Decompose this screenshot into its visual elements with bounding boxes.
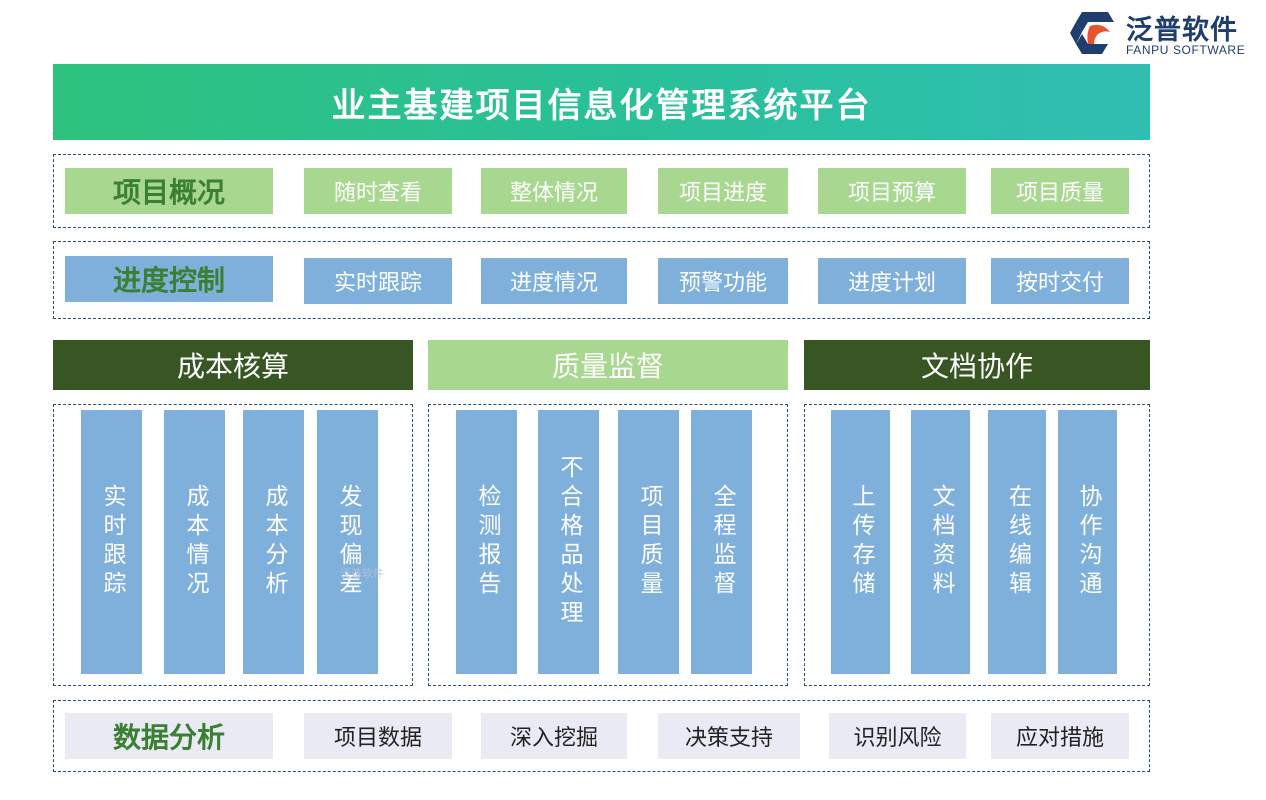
quality-pillar-label: 项目质量 <box>636 484 662 600</box>
overview-item: 项目预算 <box>818 168 966 214</box>
quality-pillar-label: 检测报告 <box>474 484 500 600</box>
docs-pillar: 上传存储 <box>831 410 890 674</box>
cost-section <box>53 404 413 686</box>
column-head-cost: 成本核算 <box>53 340 413 390</box>
progress-item: 进度计划 <box>818 258 966 304</box>
docs-pillar: 在线编辑 <box>988 410 1046 674</box>
quality-pillar: 全程监督 <box>691 410 752 674</box>
quality-pillar-label: 不合格品处理 <box>556 455 582 629</box>
quality-section <box>428 404 788 686</box>
docs-pillar-label: 在线编辑 <box>1004 484 1031 600</box>
cost-pillar-label: 成本情况 <box>182 484 208 600</box>
progress-item: 预警功能 <box>658 258 788 304</box>
analysis-item: 识别风险 <box>829 713 966 759</box>
cost-pillar-label: 实时跟踪 <box>99 484 125 600</box>
column-head-quality: 质量监督 <box>428 340 788 390</box>
quality-pillar: 不合格品处理 <box>538 410 599 674</box>
cost-pillar: 成本情况 <box>164 410 225 674</box>
overview-item: 项目质量 <box>991 168 1129 214</box>
cost-pillar: 发现偏差 <box>317 410 378 674</box>
overview-item: 随时查看 <box>304 168 452 214</box>
progress-head: 进度控制 <box>65 256 273 302</box>
quality-pillar-label: 全程监督 <box>709 484 735 600</box>
cost-pillar: 成本分析 <box>243 410 304 674</box>
overview-item: 整体情况 <box>481 168 627 214</box>
watermark: 泛普软件 <box>340 567 384 580</box>
fanpu-logo: 泛普软件 FANPU SOFTWARE <box>1068 8 1258 60</box>
docs-pillar: 文档资料 <box>911 410 970 674</box>
progress-item: 实时跟踪 <box>304 258 452 304</box>
cost-pillar-label: 发现偏差 <box>335 484 361 600</box>
analysis-item: 应对措施 <box>991 713 1129 759</box>
progress-item: 进度情况 <box>481 258 627 304</box>
logo-name-cn: 泛普软件 <box>1126 15 1238 46</box>
docs-pillar-label: 上传存储 <box>848 484 874 600</box>
cost-pillar-label: 成本分析 <box>261 484 287 600</box>
column-head-docs: 文档协作 <box>804 340 1150 390</box>
logo-name-en: FANPU SOFTWARE <box>1126 43 1246 57</box>
quality-pillar: 项目质量 <box>618 410 679 674</box>
docs-pillar-label: 文档资料 <box>928 484 954 600</box>
quality-pillar: 检测报告 <box>456 410 517 674</box>
overview-section <box>53 154 1150 228</box>
analysis-section <box>53 700 1150 772</box>
progress-item: 按时交付 <box>991 258 1129 304</box>
overview-item: 项目进度 <box>658 168 788 214</box>
analysis-item: 决策支持 <box>658 713 800 759</box>
analysis-head: 数据分析 <box>65 713 273 759</box>
analysis-item: 深入挖掘 <box>481 713 627 759</box>
docs-pillar-label: 协作沟通 <box>1075 484 1101 600</box>
cost-pillar: 实时跟踪 <box>81 410 142 674</box>
progress-section <box>53 241 1150 319</box>
docs-pillar: 协作沟通 <box>1058 410 1117 674</box>
docs-section <box>804 404 1150 686</box>
overview-head: 项目概况 <box>65 168 273 214</box>
fanpu-logo-mark-icon <box>1070 12 1114 54</box>
analysis-item: 项目数据 <box>304 713 452 759</box>
page-title: 业主基建项目信息化管理系统平台 <box>53 64 1150 140</box>
